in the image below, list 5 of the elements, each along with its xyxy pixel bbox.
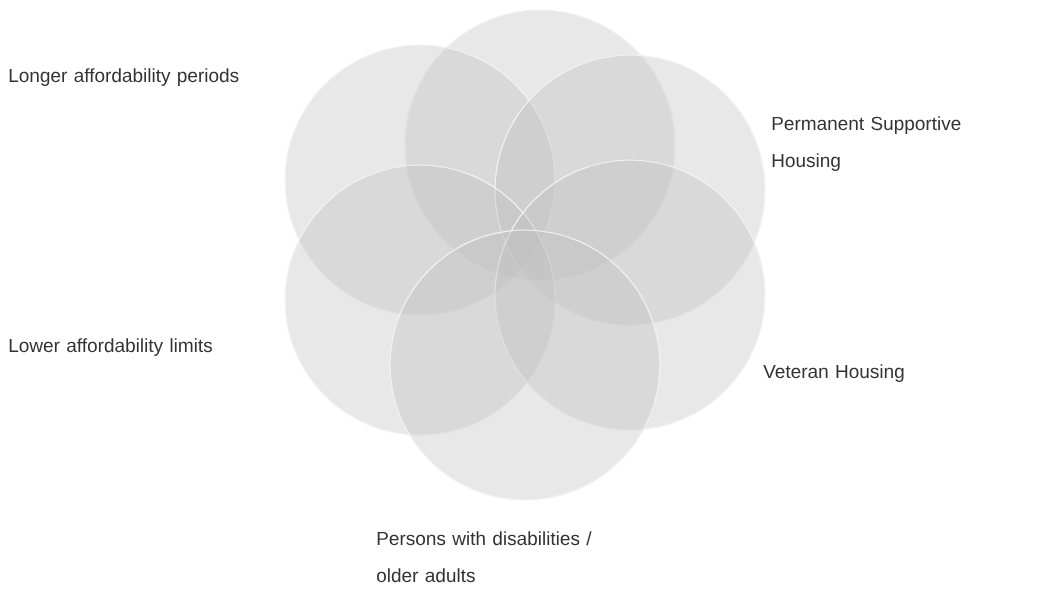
category-label: Longer affordability periods <box>9 68 239 86</box>
category-label: Lower affordability limits <box>9 338 212 356</box>
category-label: Veteran Housing <box>763 364 904 382</box>
category-label: Persons with disabilities / older adults <box>377 531 592 583</box>
category-label: Permanent Supportive Housing <box>772 116 961 171</box>
